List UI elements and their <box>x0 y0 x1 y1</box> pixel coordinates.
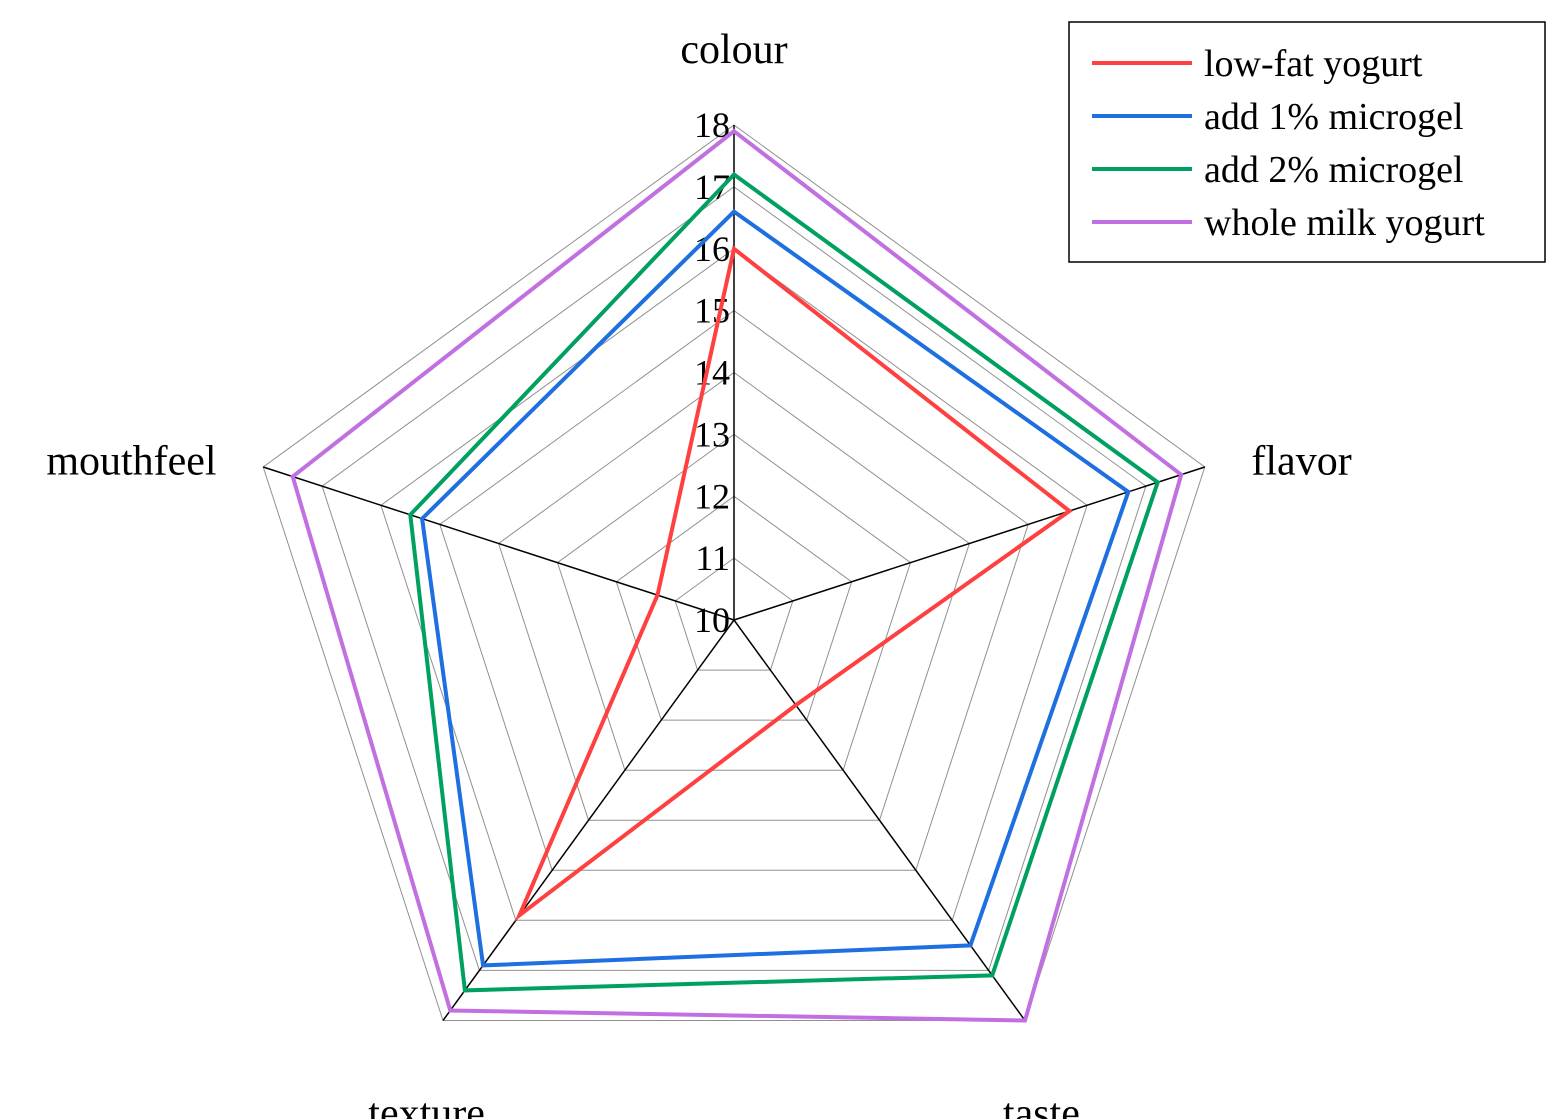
grid-ring <box>674 557 794 671</box>
axis-spoke <box>733 466 1206 621</box>
grid-ring <box>498 371 970 821</box>
tick-label: 12 <box>694 476 730 516</box>
axis-spoke <box>442 619 735 1021</box>
series-line <box>290 128 1184 1023</box>
series-line <box>419 208 1131 968</box>
grid-ring <box>615 495 853 721</box>
grid-ring <box>380 248 1088 921</box>
data-series <box>290 128 1184 1023</box>
axis-spoke <box>733 619 1026 1021</box>
axis-labels: colour flavor taste texture mouthfeel <box>46 27 1351 1119</box>
legend-label: add 1% microgel <box>1204 96 1464 138</box>
series-line <box>514 245 1073 922</box>
axis-label: flavor <box>1251 438 1351 484</box>
radar-grid <box>262 124 1206 1021</box>
axis-label: texture <box>368 1091 485 1119</box>
tick-label: 10 <box>694 600 730 640</box>
axis-label: mouthfeel <box>46 438 216 484</box>
legend-label: add 2% microgel <box>1204 149 1464 191</box>
tick-label: 11 <box>695 538 730 578</box>
axis-label: taste <box>1003 1091 1080 1119</box>
legend: low-fat yogurt add 1% microgel add 2% micr… <box>1068 21 1546 263</box>
grid-ring <box>321 186 1147 971</box>
grid-ring <box>439 309 1029 871</box>
series-line <box>408 171 1161 993</box>
tick-label: 14 <box>694 353 730 393</box>
legend-label: low-fat yogurt <box>1204 43 1423 85</box>
axis-spoke <box>262 466 735 621</box>
grid-ring <box>262 124 1206 1021</box>
legend-label: whole milk yogurt <box>1204 202 1485 244</box>
tick-label: 13 <box>694 414 730 454</box>
grid-ring <box>556 433 912 771</box>
axis-label: colour <box>680 27 787 73</box>
